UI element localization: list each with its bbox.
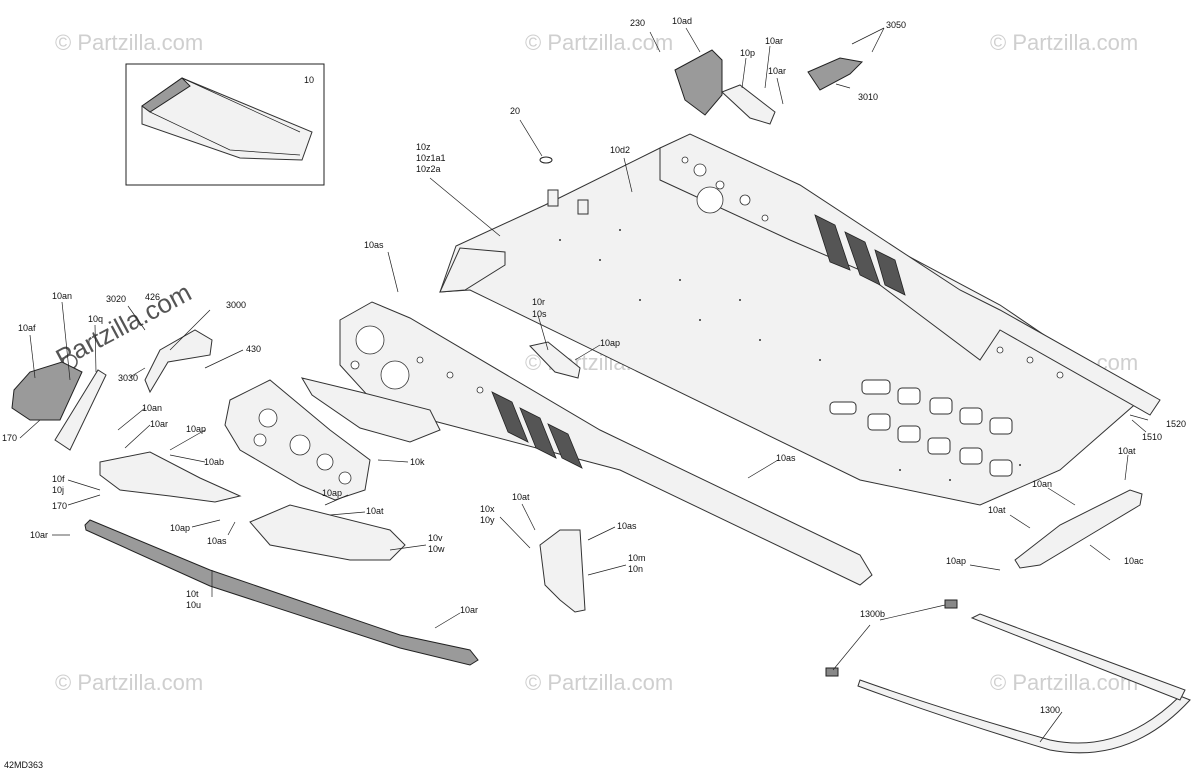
callout-label: 10r — [532, 297, 545, 307]
callout-label: 10n — [628, 564, 643, 574]
watermark: © Partzilla.com — [55, 30, 203, 55]
callout-label: 10ar — [150, 419, 168, 429]
callout-label: 10ap — [600, 338, 620, 348]
right-side-rail — [659, 133, 1161, 416]
callout-label: 10z — [416, 142, 431, 152]
center-bracket — [539, 529, 586, 613]
callout-label: 1300b — [860, 609, 885, 619]
callout-label: 10ar — [30, 530, 48, 540]
callout-label: 3010 — [858, 92, 878, 102]
callout-label: 3000 — [226, 300, 246, 310]
inset-box: 10 — [125, 63, 325, 186]
front-left-brackets — [11, 329, 242, 503]
watermark: © Partzilla.com — [990, 30, 1138, 55]
callout-label: 10z1a1 — [416, 153, 446, 163]
front-bumper-bar — [84, 519, 479, 666]
callout-label: 1510 — [1142, 432, 1162, 442]
diagram-code: 42MD363 — [4, 760, 43, 770]
inset-label: 10 — [304, 75, 314, 85]
callout-label: 10at — [366, 506, 384, 516]
callout-label: 10at — [512, 492, 530, 502]
callout-label: 230 — [630, 18, 645, 28]
callout-label: 430 — [246, 344, 261, 354]
tunnel-panel — [439, 139, 1141, 506]
callout-label: 10p — [740, 48, 755, 58]
callout-label: 10y — [480, 515, 495, 525]
watermark: © Partzilla.com — [525, 670, 673, 695]
rear-handle — [857, 613, 1191, 754]
callout-label: 10as — [364, 240, 384, 250]
callout-label: 10m — [628, 553, 646, 563]
callout-label: 10k — [410, 457, 425, 467]
watermark: © Partzilla.com — [55, 670, 203, 695]
callout-label: 10w — [428, 544, 445, 554]
callout-label: 1300 — [1040, 705, 1060, 715]
callout-label: 3030 — [118, 373, 138, 383]
callout-label: 10ad — [672, 16, 692, 26]
callout-label: 3050 — [886, 20, 906, 30]
callout-label: 10z2a — [416, 164, 441, 174]
rear-bumper-plate — [1014, 489, 1143, 569]
callout-label: 10ar — [768, 66, 786, 76]
callout-label: 10as — [207, 536, 227, 546]
callout-label: 10ap — [322, 488, 342, 498]
callout-label: 10ar — [460, 605, 478, 615]
callout-label: 10v — [428, 533, 443, 543]
callout-label: 10ap — [946, 556, 966, 566]
bracket-plate-10r — [529, 341, 581, 379]
callout-label: 10an — [52, 291, 72, 301]
left-side-rail — [339, 301, 873, 586]
hitch-plate — [300, 377, 441, 443]
callout-label: 10f — [52, 474, 65, 484]
callout-label: 10at — [1118, 446, 1136, 456]
callout-label: 10an — [1032, 479, 1052, 489]
callout-label: 3020 — [106, 294, 126, 304]
leader-lines — [19, 27, 1149, 743]
callout-label: 10t — [186, 589, 199, 599]
top-brackets — [674, 49, 958, 677]
callout-label: 10q — [88, 314, 103, 324]
callout-label: 10an — [142, 403, 162, 413]
callout-label: 170 — [2, 433, 17, 443]
callout-label: 10s — [532, 309, 547, 319]
callout-label: 10ar — [765, 36, 783, 46]
callout-label: 10x — [480, 504, 495, 514]
callout-label: 426 — [145, 292, 160, 302]
callout-label: 10d2 — [610, 145, 630, 155]
callout-label: 10af — [18, 323, 36, 333]
callout-label: 10ab — [204, 457, 224, 467]
callout-labels: 230 10ad 10ar 10p 10ar 3050 3010 20 10z … — [2, 16, 1186, 770]
callout-label: 10ac — [1124, 556, 1144, 566]
lower-bracket — [249, 504, 406, 561]
callout-label: 10at — [988, 505, 1006, 515]
callout-label: 10as — [776, 453, 796, 463]
watermark: © Partzilla.com — [525, 30, 673, 55]
callout-label: 10as — [617, 521, 637, 531]
callout-label: 1520 — [1166, 419, 1186, 429]
callout-label: 10j — [52, 485, 64, 495]
callout-label: 20 — [510, 106, 520, 116]
callout-label: 10ap — [186, 424, 206, 434]
side-plate — [224, 379, 371, 501]
callout-label: 10u — [186, 600, 201, 610]
callout-label: 10ap — [170, 523, 190, 533]
callout-label: 170 — [52, 501, 67, 511]
